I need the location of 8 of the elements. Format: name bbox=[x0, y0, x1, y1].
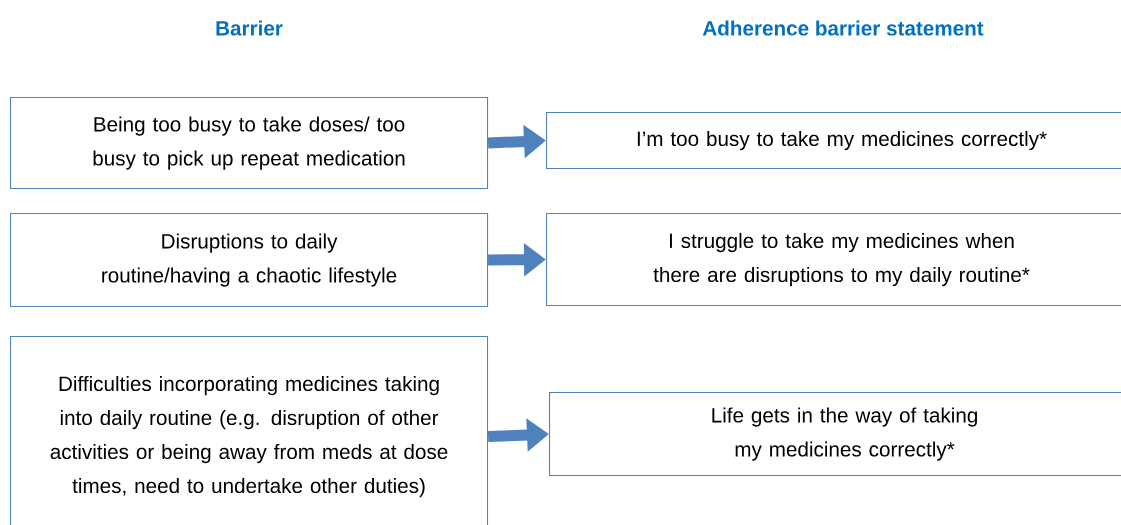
text-box: Being too busy to take doses/ too busy to pick up repeat medication bbox=[10, 97, 489, 190]
column-heading: Adherence barrier statement bbox=[702, 20, 984, 36]
column-heading: Barrier bbox=[216, 20, 283, 36]
text-box: I’m too busy to take my medicines correctly* bbox=[546, 112, 1121, 170]
text-box: Disruptions to daily routine/having a chaotic lifestyle bbox=[10, 213, 489, 308]
text-box: Life gets in the way of taking my medicines correctly* bbox=[549, 392, 1121, 477]
text-box: Difficulties incorporating medicines taking into daily routine (e.g. disruption of other activities or being away from meds at dose times, need to undertake other duties) bbox=[10, 336, 489, 525]
text-box: I struggle to take my medicines when there are disruptions to my daily routine* bbox=[546, 213, 1121, 307]
